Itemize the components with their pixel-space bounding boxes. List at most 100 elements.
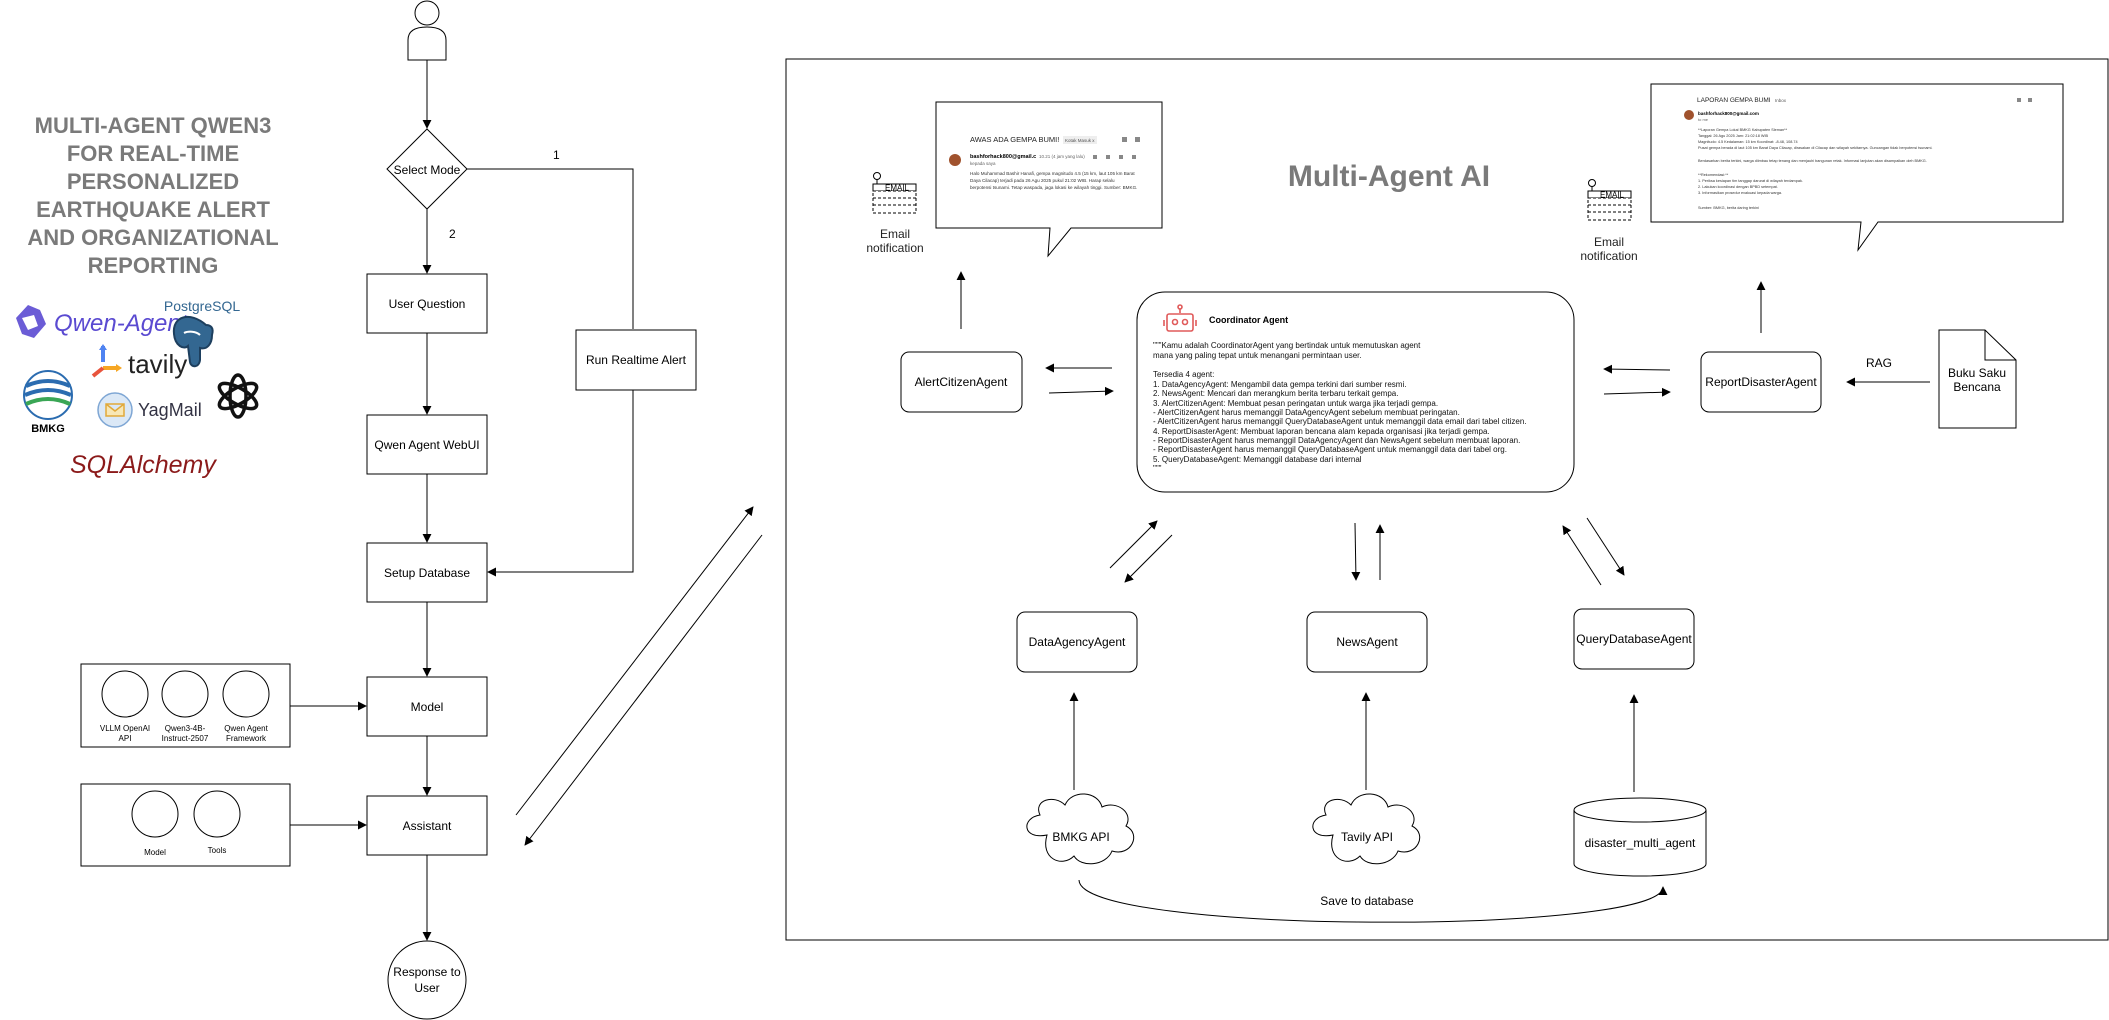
run-realtime-alert-node[interactable]: Run Realtime Alert: [575, 329, 697, 391]
svg-text:Run Realtime Alert: Run Realtime Alert: [586, 353, 687, 367]
email-icon: EMAIL: [872, 172, 917, 214]
email-body-line: 2. Lakukan koordinasi dengan BPBD setemp…: [1698, 185, 1778, 189]
email-body-line: 1. Periksa kesiapan tim tanggap darurat …: [1698, 179, 1803, 183]
connector: [487, 390, 634, 577]
assistant-inputs-group: Model Tools: [80, 783, 291, 867]
svg-text:Tavily API: Tavily API: [1341, 830, 1393, 844]
panel-title: Multi-Agent AI: [1288, 160, 1490, 193]
report-disaster-agent-node[interactable]: ReportDisasterAgent: [1700, 351, 1822, 413]
alert-citizen-agent-node[interactable]: AlertCitizenAgent: [900, 351, 1023, 413]
email-recipient: kepada saya: [970, 161, 996, 166]
svg-text:SQLAlchemy: SQLAlchemy: [70, 451, 217, 479]
email-subject: AWAS ADA GEMPA BUMI!: [970, 135, 1059, 144]
response-to-user-node[interactable]: Response to User: [387, 940, 467, 1020]
svg-text:EMAIL: EMAIL: [1600, 191, 1625, 200]
tavily-api-cloud[interactable]: Tavily API: [1312, 793, 1421, 865]
title-line: AND ORGANIZATIONAL: [27, 225, 278, 250]
model-node[interactable]: Model: [366, 676, 488, 737]
email-body-line: Magnitudo: 4.5 Kedalaman: 15 km Koordina…: [1698, 140, 1798, 144]
connector: [467, 168, 634, 329]
connector: [1124, 534, 1173, 583]
user-question-node[interactable]: User Question: [366, 273, 488, 334]
elephant-icon: [172, 315, 214, 368]
disaster-database-cylinder[interactable]: disaster_multi_agent: [1573, 797, 1707, 877]
email-body-line: **Laporan Gempa Lokal BMKG Kabupaten Sle…: [1698, 128, 1788, 132]
select-mode-node[interactable]: Select Mode: [386, 128, 468, 210]
email-row-icons: [1093, 155, 1136, 159]
connector: [1603, 364, 1671, 374]
tavily-logo: tavily: [91, 344, 187, 379]
buku-saku-document: Buku Saku Bencana: [1938, 329, 2017, 429]
svg-text:BMKG API: BMKG API: [1052, 830, 1109, 844]
svg-text:BMKG: BMKG: [31, 423, 65, 435]
email-notification-label: notification: [1580, 249, 1637, 263]
model-input-circle: [161, 670, 209, 718]
svg-text:Setup Database: Setup Database: [384, 566, 470, 580]
svg-text:EMAIL: EMAIL: [885, 184, 910, 193]
qwen-agent-webui-node[interactable]: Qwen Agent WebUI: [366, 414, 488, 475]
rag-label: RAG: [1866, 356, 1892, 370]
email-badge-text: Kotak Masuk x: [1065, 138, 1095, 143]
email-time: 10.21 (4 jam yang lalu): [1039, 154, 1085, 159]
news-agent-node[interactable]: NewsAgent: [1306, 611, 1428, 673]
query-database-agent-node[interactable]: QueryDatabaseAgent: [1573, 608, 1695, 670]
svg-text:Select Mode: Select Mode: [394, 163, 461, 177]
connector: [515, 506, 754, 816]
svg-text:Qwen Agent WebUI: Qwen Agent WebUI: [374, 438, 479, 452]
model-input-label: Instruct-2507: [162, 734, 209, 743]
email-body-line: Pusat gempa berada di laut 105 km Barat …: [1698, 146, 1933, 150]
svg-text:PostgreSQL: PostgreSQL: [164, 298, 240, 314]
connector: [1109, 520, 1158, 569]
coordinator-prompt: """Kamu adalah CoordinatorAgent yang ber…: [1153, 341, 1527, 473]
email-badge-text: Inbox: [1775, 98, 1787, 103]
model-input-label: Framework: [226, 734, 267, 743]
data-agency-agent-node[interactable]: DataAgencyAgent: [1016, 611, 1138, 673]
prompt-line: mana yang paling tepat untuk menangani p…: [1153, 351, 1362, 360]
prompt-line: 5. QueryDatabaseAgent: Memanggil databas…: [1153, 455, 1362, 464]
branch-label-2: 2: [449, 227, 456, 241]
email-body-line: **Rekomendasi:**: [1698, 173, 1729, 177]
postgresql-logo: PostgreSQL: [164, 298, 240, 368]
email-body-line: Tanggal: 26 Agu 2025 Jam: 21:02:18 WIB: [1698, 134, 1769, 138]
prompt-line: - ReportDisasterAgent harus memanggil Da…: [1153, 436, 1520, 445]
prompt-line: 1. DataAgencyAgent: Mengambil data gempa…: [1153, 380, 1406, 389]
svg-text:ReportDisasterAgent: ReportDisasterAgent: [1705, 375, 1817, 389]
qwen-logo-icon: [16, 305, 46, 338]
prompt-line: 2. NewsAgent: Mencari dan merangkum beri…: [1153, 389, 1398, 398]
model-inputs-group: VLLM OpenAI API Qwen3-4B- Instruct-2507 …: [80, 663, 291, 748]
email-body-line: berpotensi tsunami. Tetap waspada, jaga …: [970, 185, 1137, 190]
email-body-line: Berdasarkan berita terkini, warga diimba…: [1698, 159, 1927, 163]
svg-text:Qwen-Agent: Qwen-Agent: [54, 310, 189, 337]
email-recipient: to me: [1698, 117, 1709, 122]
setup-database-node[interactable]: Setup Database: [366, 542, 488, 603]
model-input-label: Qwen Agent: [224, 724, 268, 733]
prompt-line: """: [1153, 464, 1162, 473]
prompt-line: 4. ReportDisasterAgent: Membuat laporan …: [1153, 427, 1490, 436]
save-to-database-label: Save to database: [1320, 894, 1414, 908]
assistant-input-label: Tools: [208, 846, 227, 855]
coordinator-agent-node[interactable]: [1136, 291, 1575, 493]
email-body-line: Daya Cilacap) terjadi pada 26 Agu 2025 p…: [970, 178, 1115, 183]
svg-text:NewsAgent: NewsAgent: [1336, 635, 1398, 649]
report-email-bubble: LAPORAN GEMPA BUMI Inbox bashforhack800@…: [1650, 83, 2064, 252]
svg-text:AlertCitizenAgent: AlertCitizenAgent: [915, 375, 1008, 389]
bmkg-api-cloud[interactable]: BMKG API: [1026, 793, 1135, 865]
model-input-label: Qwen3-4B-: [165, 724, 206, 733]
connector: [1048, 386, 1114, 396]
svg-text:Buku Saku: Buku Saku: [1948, 366, 2006, 380]
model-input-label: VLLM OpenAI: [100, 724, 150, 733]
svg-text:DataAgencyAgent: DataAgencyAgent: [1029, 635, 1126, 649]
email-body-line: 3. Informasikan prosedur evakuasi kepada…: [1698, 191, 1782, 195]
email-subject: LAPORAN GEMPA BUMI: [1697, 97, 1771, 104]
prompt-line: Tersedia 4 agent:: [1153, 370, 1214, 379]
assistant-node[interactable]: Assistant: [366, 795, 488, 856]
citizen-email-bubble: AWAS ADA GEMPA BUMI! Kotak Masuk x bashf…: [935, 101, 1163, 258]
title-line: PERSONALIZED: [67, 169, 239, 194]
svg-text:Assistant: Assistant: [403, 819, 452, 833]
email-badge: [1063, 136, 1097, 144]
user-head: [414, 0, 440, 26]
email-notification-label: Email: [1594, 235, 1624, 249]
connector: [524, 534, 763, 846]
title-line: EARTHQUAKE ALERT: [36, 197, 270, 222]
sender-avatar: [949, 154, 961, 166]
